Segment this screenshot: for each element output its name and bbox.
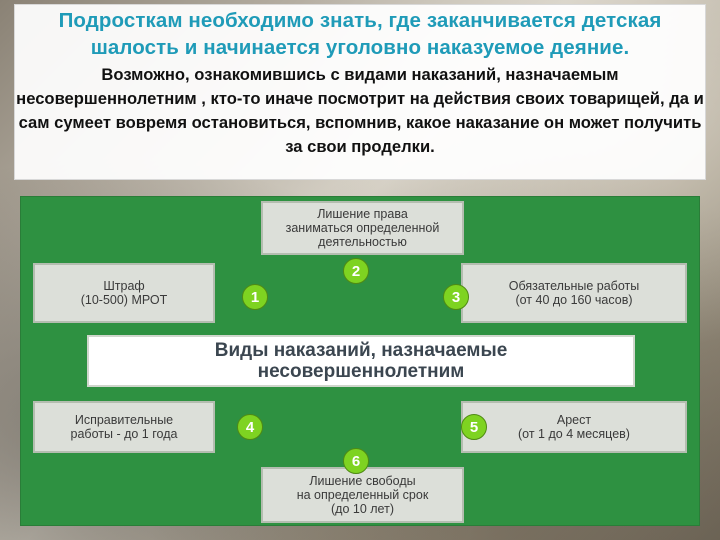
punishment-box-1: Штраф (10-500) МРОТ [33, 263, 215, 323]
badge-3: 3 [443, 284, 469, 310]
badge-2: 2 [343, 258, 369, 284]
badge-1: 1 [242, 284, 268, 310]
punishment-box-2: Лишение права заниматься определенной де… [261, 201, 464, 255]
punishment-diagram: Лишение права заниматься определенной де… [20, 196, 700, 526]
intro-paragraph: Возможно, ознакомившись с видами наказан… [16, 65, 704, 156]
badge-4: 4 [237, 414, 263, 440]
diagram-title: Виды наказаний, назначаемые несовершенно… [87, 335, 635, 387]
badge-6: 6 [343, 448, 369, 474]
badge-5: 5 [461, 414, 487, 440]
punishment-box-3: Обязательные работы (от 40 до 160 часов) [461, 263, 687, 323]
headline: Подросткам необходимо знать, где заканчи… [58, 9, 662, 59]
punishment-box-4: Исправительные работы - до 1 года [33, 401, 215, 453]
punishment-box-5: Арест (от 1 до 4 месяцев) [461, 401, 687, 453]
punishment-box-6: Лишение свободы на определенный срок (до… [261, 467, 464, 523]
intro-panel: Подросткам необходимо знать, где заканчи… [14, 4, 706, 180]
